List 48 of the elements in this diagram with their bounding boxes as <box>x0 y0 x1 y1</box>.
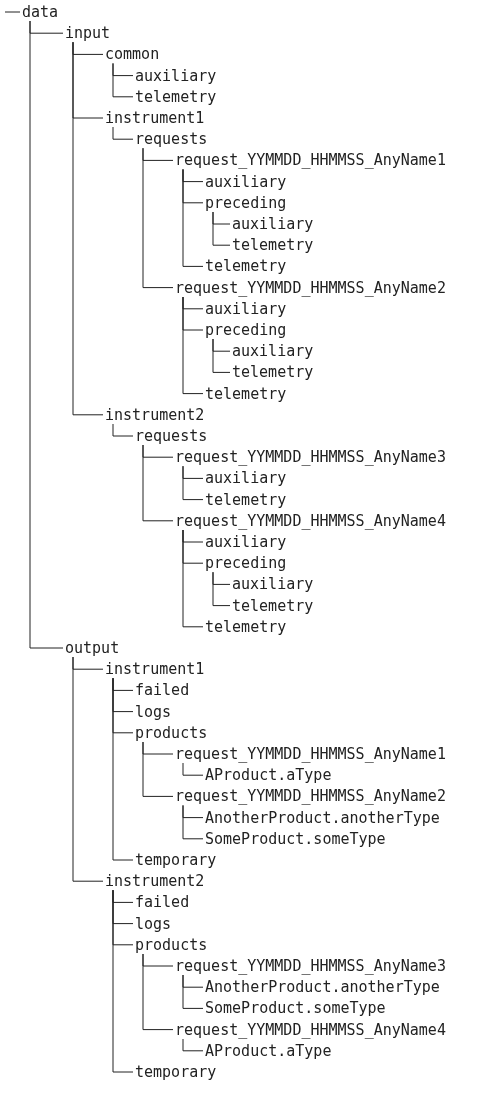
tree-connector <box>72 41 104 416</box>
tree-connector <box>182 465 204 501</box>
tree-item-label: auxiliary <box>230 215 316 233</box>
tree-item-label: AnotherProduct.anotherType <box>203 808 442 827</box>
tree-item-label: telemetry <box>203 257 289 276</box>
tree-item-label: AProduct.aType <box>203 766 334 785</box>
tree-item-label: SomeProduct.someType <box>203 999 388 1018</box>
tree-connector <box>112 889 134 1073</box>
tree-connector <box>142 147 174 289</box>
tree-item-label: telemetry <box>203 490 289 509</box>
tree-connector <box>142 953 174 1031</box>
tree-connector <box>142 444 174 522</box>
tree-connector <box>212 571 231 607</box>
tree-item-label: telemetry <box>230 363 316 382</box>
tree-connector <box>182 762 204 776</box>
tree-connector <box>4 11 21 13</box>
tree-item-label: SomeProduct.someType <box>203 829 388 848</box>
tree-connector <box>212 211 231 246</box>
tree-item-label: auxiliary <box>203 533 289 551</box>
tree-connector <box>182 296 204 395</box>
tree-item-label: auxiliary <box>203 172 289 191</box>
tree-connector <box>112 423 134 437</box>
tree-item-label: auxiliary <box>133 66 219 85</box>
tree-item-label: AProduct.aType <box>203 1041 334 1060</box>
tree-item-label: temporary <box>133 1063 219 1081</box>
tree-connector <box>182 1038 204 1052</box>
tree-item-label: AnotherProduct.anotherType <box>203 978 442 997</box>
tree-item-label: auxiliary <box>230 342 316 361</box>
tree-connector <box>182 804 204 840</box>
tree-connector <box>182 529 204 628</box>
tree-item-label: auxiliary <box>203 299 289 318</box>
tree-item-label: telemetry <box>230 236 316 255</box>
tree-item-label: auxiliary <box>230 575 316 594</box>
tree-connector <box>182 168 204 267</box>
tree-connector <box>112 677 134 861</box>
tree-connector <box>212 338 231 373</box>
tree-connector <box>142 741 174 797</box>
tree-connector <box>29 20 64 649</box>
tree-item-label: auxiliary <box>203 469 289 488</box>
tree-connector <box>112 126 134 140</box>
tree-item-label: telemetry <box>133 87 219 106</box>
tree-item-label: temporary <box>133 851 219 869</box>
tree-item-label: telemetry <box>203 384 289 403</box>
tree-connector <box>182 974 204 1009</box>
tree-connector <box>72 656 104 882</box>
tree-connector <box>112 62 134 98</box>
tree-item-label: telemetry <box>203 617 289 636</box>
tree-item-label: telemetry <box>230 596 316 615</box>
